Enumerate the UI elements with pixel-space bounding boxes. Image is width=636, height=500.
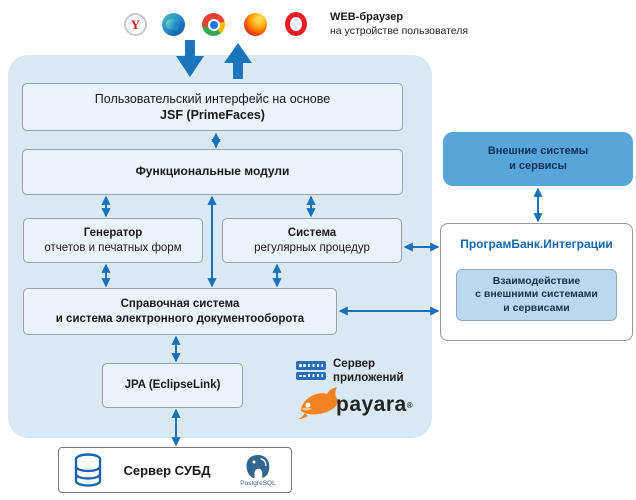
report-generator-line2: отчетов и печатных форм xyxy=(44,241,182,254)
web-browser-subtitle: на устройстве пользователя xyxy=(330,24,469,37)
jpa-label: JPA (EclipseLink) xyxy=(124,379,221,392)
payara-logo: payara® xyxy=(296,384,416,426)
postgresql-elephant-icon xyxy=(246,454,270,478)
ui-jsf-box: Пользовательский интерфейс на основе JSF… xyxy=(22,83,403,131)
yandex-letter: Y xyxy=(130,17,141,32)
postgresql-logo: PostgreSQL xyxy=(229,454,287,487)
reference-system-line2: и система электронного документооборота xyxy=(55,312,305,325)
app-server-caption-line2: приложений xyxy=(333,371,404,384)
payara-registered-mark: ® xyxy=(406,400,413,410)
functional-modules-box: Функциональные модули xyxy=(22,149,403,195)
regular-procedures-box: Система регулярных процедур xyxy=(222,218,402,263)
external-interaction-box: Взаимодействие с внешними системами и се… xyxy=(456,269,617,321)
ui-box-line2: JSF (PrimeFaces) xyxy=(160,108,265,122)
edge-icon xyxy=(162,13,185,36)
external-interaction-line3: и сервисами xyxy=(503,301,570,314)
db-server-label: Сервер СУБД xyxy=(123,462,211,478)
app-server-caption: Сервер приложений xyxy=(333,358,404,386)
reference-system-box: Справочная система и система электронног… xyxy=(23,288,337,335)
web-browser-caption: WEB-браузер на устройстве пользователя xyxy=(330,11,468,38)
firefox-icon xyxy=(244,13,267,36)
web-browser-title: WEB-браузер xyxy=(330,11,404,23)
jpa-eclipselink-box: JPA (EclipseLink) xyxy=(102,363,243,408)
external-systems-box: Внешние системы и сервисы xyxy=(443,132,633,186)
external-systems-line2: и сервисы xyxy=(509,160,567,172)
opera-icon xyxy=(285,12,307,36)
programbank-integration-title: ПрограмБанк.Интеграции xyxy=(460,237,613,251)
regular-procedures-line1: Система xyxy=(287,226,337,239)
external-interaction-line2: с внешними системами xyxy=(475,288,598,301)
external-systems-line1: Внешние системы xyxy=(487,145,589,158)
yandex-browser-icon: Y xyxy=(124,13,147,36)
payara-wordmark: payara xyxy=(336,393,407,416)
report-generator-box: Генератор отчетов и печатных форм xyxy=(23,218,203,263)
ui-box-line1: Пользовательский интерфейс на основе xyxy=(94,91,331,106)
app-server-caption-line1: Сервер xyxy=(333,358,376,370)
reference-system-line1: Справочная система xyxy=(120,297,240,310)
postgresql-text: PostgreSQL xyxy=(240,479,276,487)
db-server-box: Сервер СУБД PostgreSQL xyxy=(58,447,292,493)
regular-procedures-line2: регулярных процедур xyxy=(254,241,370,254)
functional-modules-label: Функциональные модули xyxy=(135,164,290,179)
external-interaction-line1: Взаимодействие xyxy=(492,274,581,287)
database-icon xyxy=(74,453,102,487)
payara-fish-icon xyxy=(298,387,338,419)
programbank-integration-box: ПрограмБанк.Интеграции Взаимодействие с … xyxy=(440,223,633,341)
server-icon xyxy=(296,361,326,380)
chrome-icon xyxy=(202,13,225,36)
report-generator-line1: Генератор xyxy=(83,226,143,239)
